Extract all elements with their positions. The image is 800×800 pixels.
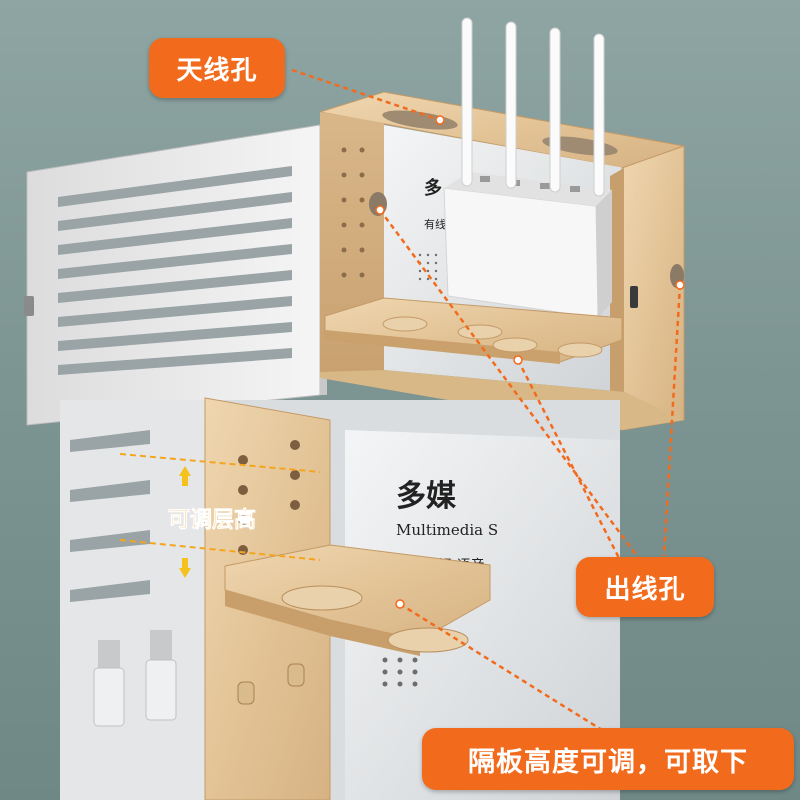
adjustable-height-label: 可调层高 — [168, 507, 256, 533]
antennas — [461, 17, 605, 197]
outlet-hole-callout: 出线孔 — [576, 557, 714, 617]
leader-lines — [291, 68, 682, 737]
mounting-screws — [93, 630, 177, 727]
arrow-down-icon — [179, 568, 191, 578]
zoom-inset: 多媒 Multimedia S 有线电视 语音 可调层高 — [60, 397, 620, 800]
router — [443, 172, 612, 319]
panel-char: 多 — [424, 177, 442, 199]
zoom-title: 多媒 — [396, 479, 457, 514]
panel-subtitle: 有线 — [424, 217, 446, 231]
zoom-english: Multimedia S — [396, 521, 498, 539]
cabinet-door — [24, 124, 327, 426]
shelf-adjustable-callout: 隔板高度可调，可取下 — [422, 728, 794, 790]
lock-icon — [630, 286, 638, 308]
antenna-hole-callout: 天线孔 — [149, 38, 285, 98]
door-latch-icon — [24, 296, 34, 316]
arrow-up-icon — [179, 466, 191, 476]
